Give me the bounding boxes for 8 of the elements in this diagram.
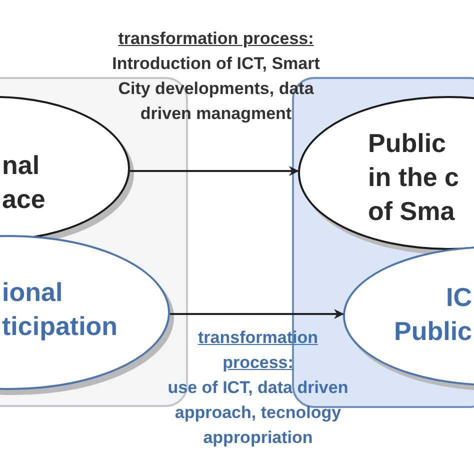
process-heading: transformation process:	[118, 28, 314, 50]
node-label: ional ticipation	[2, 276, 119, 343]
node-label: Public in the c of Sma	[368, 127, 460, 228]
node-label: nal ace	[2, 149, 46, 216]
arrow	[130, 166, 299, 176]
process-description: use of ICT, data driven approach, tecnology appropriation	[166, 377, 350, 449]
node-label: IC Public	[392, 281, 472, 348]
arrow	[170, 309, 344, 319]
